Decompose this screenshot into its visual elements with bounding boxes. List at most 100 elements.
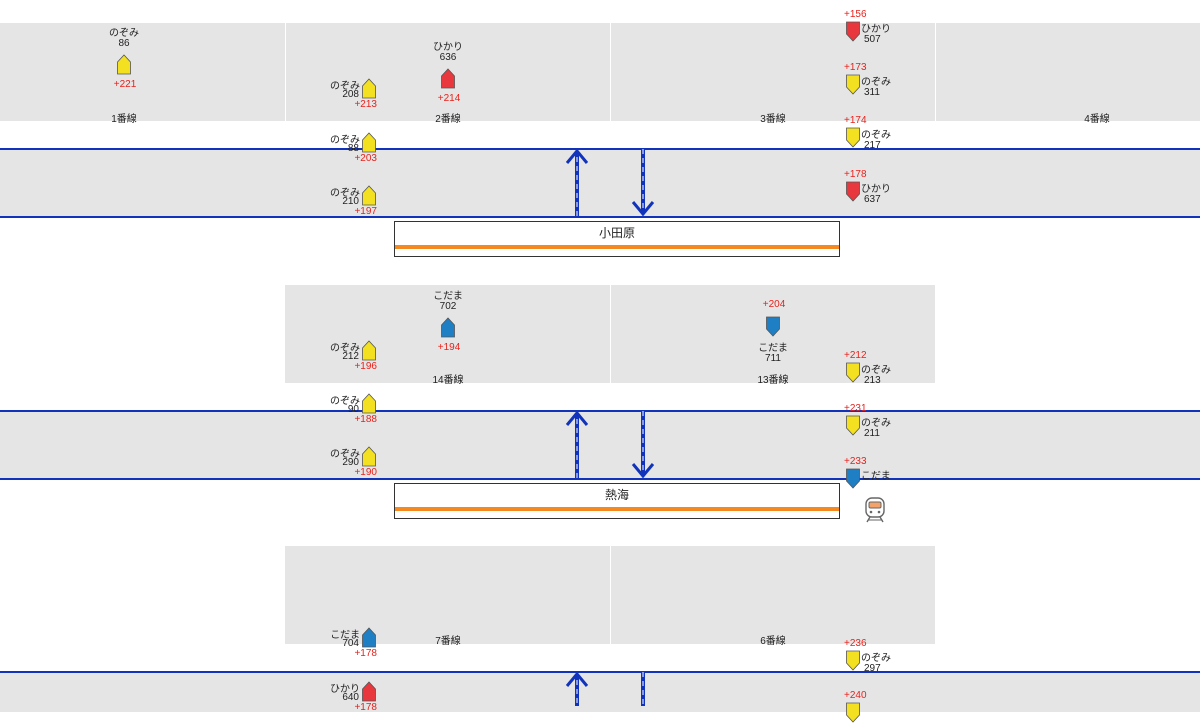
main-line-odawara [0, 149, 1200, 216]
train-marker[interactable]: +233 こだま [844, 456, 891, 489]
down-arrow-icon [631, 411, 655, 479]
train-delay: +174 [844, 115, 867, 126]
train-front-icon[interactable] [863, 496, 887, 524]
train-number: 704 [342, 638, 359, 649]
track-divider [610, 285, 611, 383]
up-arrow-icon [565, 671, 589, 706]
track-divider [610, 23, 611, 121]
train-up-marker-icon [362, 446, 376, 467]
main-line-atami [0, 411, 1200, 478]
train-delay: +221 [113, 79, 137, 90]
train-number: 217 [864, 140, 881, 151]
train-number: 88 [347, 143, 359, 154]
train-down-marker-icon [846, 127, 860, 148]
train-up-marker-icon [362, 185, 376, 206]
train-down-marker-icon [846, 702, 860, 723]
train-delay: +188 [354, 414, 377, 425]
train-name: のぞみ [861, 418, 891, 429]
train-delay: +178 [354, 702, 377, 713]
track-label-13: 13番線 [757, 375, 789, 386]
train-number: 86 [118, 38, 130, 49]
train-up-marker-icon [441, 317, 455, 338]
train-number: 208 [342, 89, 359, 100]
train-number: 213 [864, 375, 881, 386]
train-delay: +236 [844, 638, 867, 649]
train-name: こだま [758, 343, 788, 354]
train-up-marker-icon [117, 54, 131, 75]
train-down-marker-icon [846, 415, 860, 436]
train-delay: +204 [762, 299, 786, 310]
train-number: 636 [439, 52, 457, 63]
train-up-marker-icon [362, 78, 376, 99]
train-name: こだま [330, 630, 360, 641]
track-label-14: 14番線 [432, 375, 464, 386]
station-odawara[interactable]: 小田原 [394, 221, 840, 257]
train-up-marker-icon [362, 340, 376, 361]
up-arrow-icon [565, 148, 589, 216]
train-delay: +197 [354, 206, 377, 217]
down-arrow-icon [631, 149, 655, 217]
train-name: のぞみ [330, 135, 360, 146]
train-number: 212 [342, 351, 359, 362]
train-down-marker-icon [846, 468, 860, 489]
train-delay: +240 [844, 690, 867, 701]
train-name: こだま [861, 471, 891, 482]
track-label-1: 1番線 [111, 114, 137, 125]
main-line-top-rail [0, 148, 1200, 150]
train-number: 210 [342, 196, 359, 207]
train-name: のぞみ [861, 653, 891, 664]
train-name: ひかり [861, 24, 891, 35]
train-down-marker-icon [846, 74, 860, 95]
train-delay: +233 [844, 456, 867, 467]
train-delay: +231 [844, 403, 867, 414]
train-number: 711 [765, 353, 781, 364]
train-name: ひかり [330, 684, 360, 695]
train-delay: +196 [354, 361, 377, 372]
train-down-marker-icon [846, 650, 860, 671]
train-down-marker-icon [846, 21, 860, 42]
train-delay: +178 [844, 169, 867, 180]
train-marker[interactable]: +240 [844, 690, 867, 723]
train-name: のぞみ [109, 28, 139, 39]
track-label-3: 3番線 [760, 114, 786, 125]
train-up-marker-icon [362, 681, 376, 702]
track-label-7: 7番線 [435, 636, 461, 647]
train-number: 637 [864, 194, 881, 205]
train-delay: +213 [354, 99, 377, 110]
train-delay: +212 [844, 350, 867, 361]
track-label-4: 4番線 [1084, 114, 1110, 125]
train-name: のぞみ [861, 77, 891, 88]
train-delay: +156 [844, 9, 867, 20]
main-line-top-rail [0, 410, 1200, 412]
track-divider [935, 23, 936, 121]
train-number: 211 [864, 428, 880, 439]
train-delay: +173 [844, 62, 867, 73]
track-area-odawara [0, 23, 1200, 121]
main-line-lower [0, 672, 1200, 712]
train-up-marker-icon [441, 68, 455, 89]
train-delay: +203 [354, 153, 377, 164]
train-number: 507 [864, 34, 881, 45]
train-number: 640 [342, 692, 359, 703]
station-atami[interactable]: 熱海 [394, 483, 840, 519]
train-number: 290 [342, 457, 359, 468]
